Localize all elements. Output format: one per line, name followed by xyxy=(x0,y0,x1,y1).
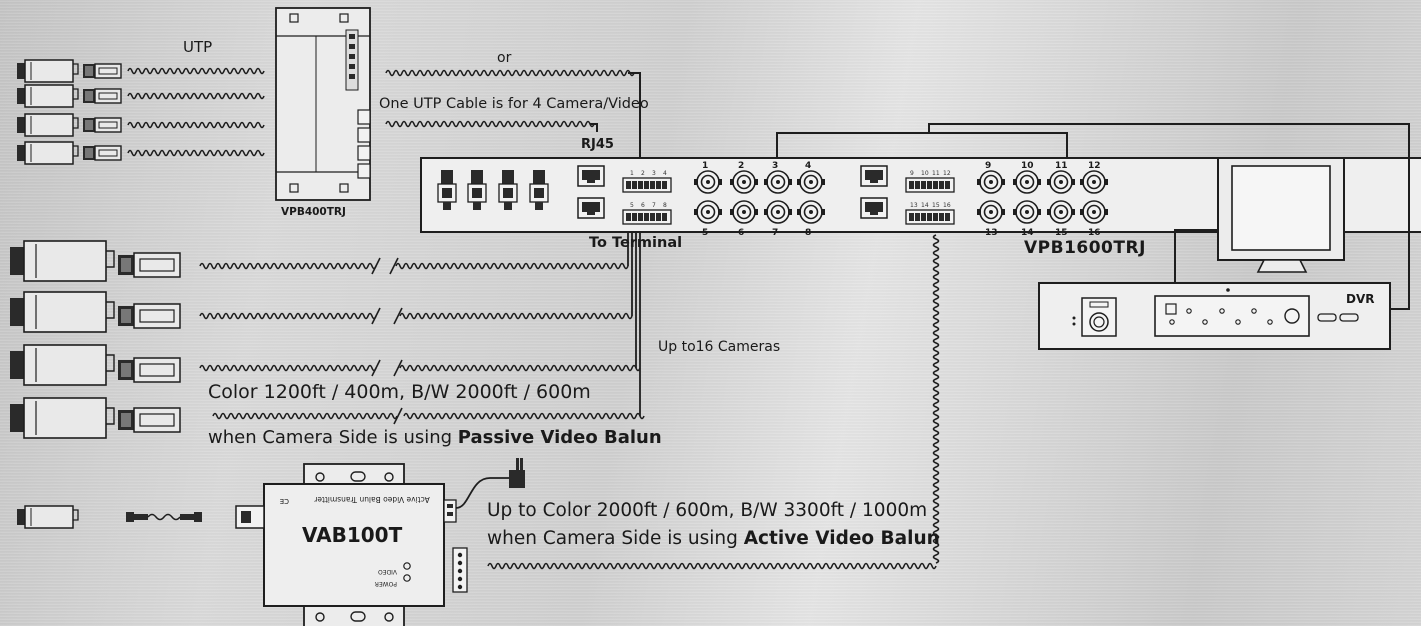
up-to-16-cameras-label: Up to16 Cameras xyxy=(658,339,781,355)
dvr-label: DVR xyxy=(1346,292,1375,306)
terminal-number-label: 4 xyxy=(663,170,667,177)
passive-balun-text: Passive Video Balun xyxy=(457,427,662,448)
camera-bottom xyxy=(16,505,79,529)
port-number-label: 11 xyxy=(1055,161,1068,171)
vab-video-label: VIDEO xyxy=(378,568,397,575)
port-number-label: 6 xyxy=(738,228,744,238)
port-number-label: 2 xyxy=(738,161,744,171)
utp-cable-bottom xyxy=(487,562,937,570)
dvr-device xyxy=(1038,282,1391,350)
utp-long-cables xyxy=(199,262,645,420)
active-balun-text: Active Video Balun xyxy=(743,528,940,549)
svg-text:CE: CE xyxy=(280,497,289,505)
camera-row-2 xyxy=(9,291,181,333)
terminal-number-label: 8 xyxy=(663,202,667,209)
terminal-number-label: 11 xyxy=(932,170,940,177)
small-camera-row-4 xyxy=(16,141,122,165)
passive-balun-note: when Camera Side is using Passive Video … xyxy=(208,427,662,448)
passive-range-label: Color 1200ft / 400m, B/W 2000ft / 600m xyxy=(208,381,591,403)
port-number-label: 10 xyxy=(1021,161,1034,171)
port-number-label: 5 xyxy=(702,228,708,238)
terminal-number-label: 15 xyxy=(932,202,940,209)
one-utp-cable-label: One UTP Cable is for 4 Camera/Video xyxy=(379,96,649,112)
port-number-label: 15 xyxy=(1055,228,1068,238)
camera-row-4 xyxy=(9,397,181,439)
terminal-number-label: 1 xyxy=(630,170,634,177)
cable-break-marks xyxy=(371,257,403,425)
monitor-icon xyxy=(1217,157,1345,273)
port-number-label: 14 xyxy=(1021,228,1034,238)
vab-brand-label: Active Video Balun Transmitter xyxy=(313,495,429,504)
utp-cables-short xyxy=(127,67,265,157)
utp-cable-vertical xyxy=(932,234,940,564)
port-number-label: 8 xyxy=(805,228,811,238)
small-camera-row-3 xyxy=(16,113,122,137)
terminal-number-label: 5 xyxy=(630,202,634,209)
terminal-number-label: 13 xyxy=(910,202,918,209)
terminal-number-label: 6 xyxy=(641,202,645,209)
port-number-label: 7 xyxy=(772,228,778,238)
port-number-label: 9 xyxy=(985,161,991,171)
port-number-label: 3 xyxy=(772,161,778,171)
vab100t-device: Active Video Balun Transmitter VIDEO POW… xyxy=(235,463,468,626)
terminal-number-label: 3 xyxy=(652,170,656,177)
vpb400trj-device xyxy=(275,7,371,201)
coax-cable-icon xyxy=(126,512,202,522)
power-adapter-icon xyxy=(455,458,525,509)
terminal-number-label: 16 xyxy=(943,202,951,209)
terminal-number-label: 10 xyxy=(921,170,929,177)
vpb400trj-label: VPB400TRJ xyxy=(281,206,346,218)
utp-label: UTP xyxy=(183,38,213,56)
port-number-label: 16 xyxy=(1088,228,1101,238)
passive-when-text: when Camera Side is using xyxy=(208,427,458,448)
active-when-text: when Camera Side is using xyxy=(487,528,744,549)
or-label: or xyxy=(497,50,512,66)
port-number-label: 13 xyxy=(985,228,998,238)
camera-row-1 xyxy=(9,240,181,282)
utp-cable-upper xyxy=(385,69,635,77)
port-number-label: 4 xyxy=(805,161,811,171)
to-terminal-label: To Terminal xyxy=(589,235,683,251)
active-balun-note: when Camera Side is using Active Video B… xyxy=(487,528,940,549)
small-camera-row-1 xyxy=(16,59,122,83)
terminal-number-label: 12 xyxy=(943,170,951,177)
terminal-number-label: 9 xyxy=(910,170,914,177)
active-range-label: Up to Color 2000ft / 600m, B/W 3300ft / … xyxy=(487,500,928,521)
vpb1600trj-label: VPB1600TRJ xyxy=(1024,238,1146,258)
utp-cable-lower xyxy=(385,120,595,128)
port-number-label: 1 xyxy=(702,161,708,171)
port-number-label: 12 xyxy=(1088,161,1101,171)
terminal-number-label: 14 xyxy=(921,202,929,209)
vab100t-label: VAB100T xyxy=(302,523,403,547)
terminal-number-label: 2 xyxy=(641,170,645,177)
vab-power-label: POWER xyxy=(375,580,397,587)
small-camera-row-2 xyxy=(16,84,122,108)
camera-row-3 xyxy=(9,344,181,386)
terminal-number-label: 7 xyxy=(652,202,656,209)
rj45-label: RJ45 xyxy=(581,137,614,152)
